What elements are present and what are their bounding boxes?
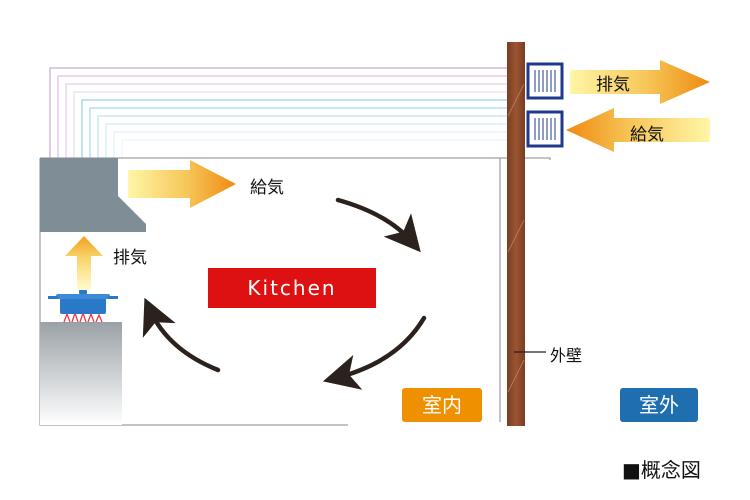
exhaust-vent-grille	[526, 62, 564, 100]
exhaust-duct	[49, 67, 512, 158]
diagram-caption: ■概念図	[622, 458, 701, 482]
outer-wall-label: 外壁	[550, 346, 583, 365]
supply-vent-grille	[526, 110, 564, 148]
pot-icon	[48, 290, 118, 314]
kitchen-label-bg	[208, 268, 376, 308]
outdoor-exhaust-label: 排気	[596, 75, 630, 95]
kitchen-label: Kitchen	[247, 276, 337, 300]
circulation-arrows	[142, 197, 427, 390]
range-hood	[40, 158, 146, 232]
outer-wall	[507, 42, 525, 426]
indoor-supply-label: 給気	[250, 178, 284, 198]
indoor-badge: 室内	[402, 388, 482, 422]
hood-exhaust-label: 排気	[113, 248, 147, 268]
indoor-supply-arrow	[128, 160, 236, 208]
kitchen-counter	[40, 322, 122, 425]
outdoor-exhaust-arrow	[570, 60, 710, 104]
hood-exhaust-arrow	[65, 236, 103, 290]
outdoor-badge: 室外	[620, 388, 698, 422]
outdoor-supply-arrow	[566, 108, 710, 152]
burner-flame-icon	[63, 310, 103, 323]
supply-duct	[81, 99, 512, 158]
outdoor-supply-label: 給気	[630, 125, 664, 145]
